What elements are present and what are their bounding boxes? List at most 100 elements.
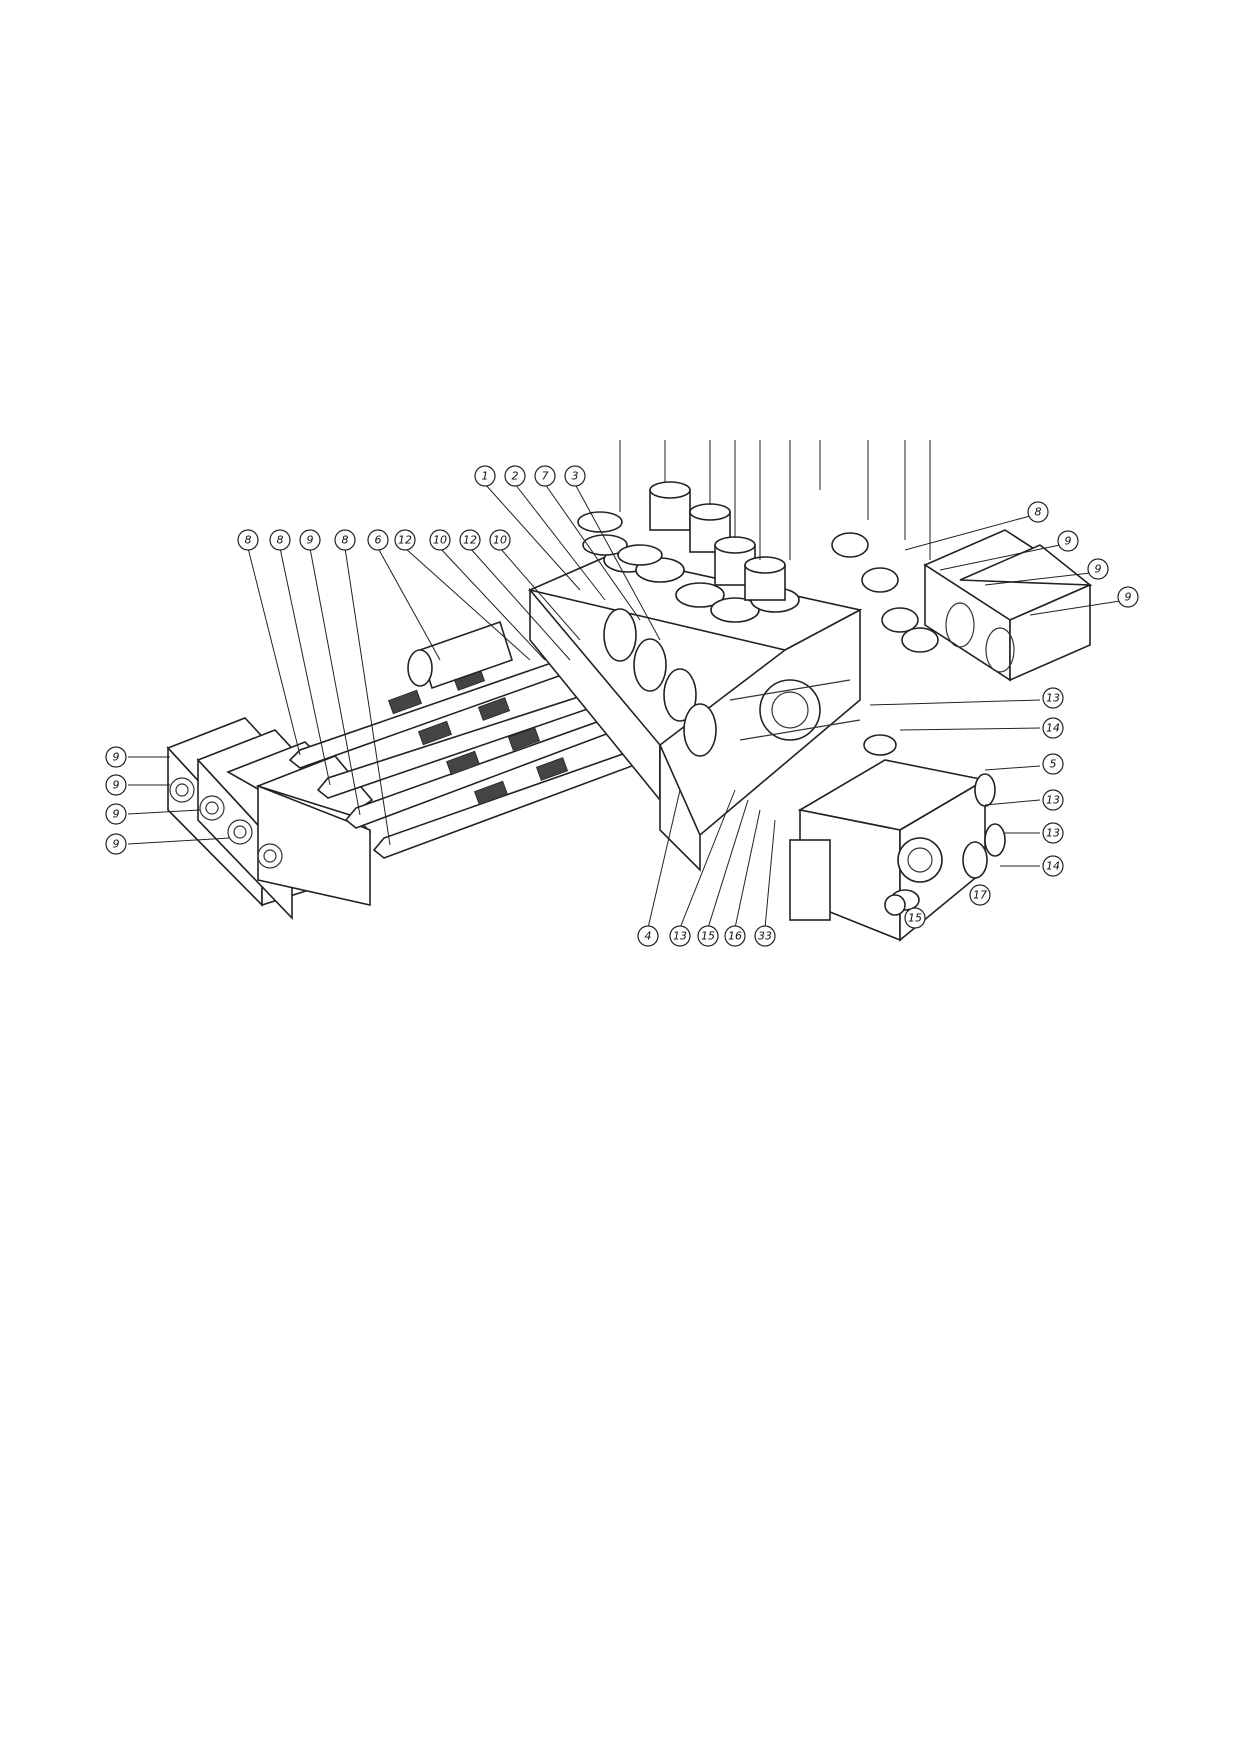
callout-8: 8 (334, 529, 356, 551)
callout-circle (904, 907, 926, 929)
callout-number: 8 (1035, 506, 1042, 519)
callout-8: 8 (237, 529, 259, 551)
callout-9: 9 (1057, 530, 1079, 552)
right-end-caps (831, 529, 1093, 682)
callout-circle (534, 465, 556, 487)
callout-number: 7 (542, 470, 549, 483)
callout-number: 9 (113, 779, 120, 792)
leader-lines (127, 483, 1121, 929)
callout-number: 9 (113, 838, 120, 851)
callout-circle (637, 925, 659, 947)
callout-number: 15 (908, 912, 922, 925)
callout-15: 15 (697, 925, 719, 947)
callout-circle (429, 529, 451, 551)
callout-2: 2 (504, 465, 526, 487)
callout-circle (969, 884, 991, 906)
callout-circle (1042, 789, 1064, 811)
callout-number: 10 (433, 534, 447, 547)
callout-circle (724, 925, 746, 947)
callout-circle (1042, 855, 1064, 877)
callout-number: 8 (342, 534, 349, 547)
callout-circle (269, 529, 291, 551)
callout-13: 13 (669, 925, 691, 947)
top-fittings (577, 440, 931, 601)
callout-circle (237, 529, 259, 551)
spools (288, 620, 650, 859)
callout-circle (459, 529, 481, 551)
callout-circle (105, 803, 127, 825)
callout-number: 9 (113, 808, 120, 821)
callout-circle (105, 746, 127, 768)
lower-right-block (789, 734, 1006, 942)
callout-5: 5 (1042, 753, 1064, 775)
callout-17: 17 (969, 884, 991, 906)
callout-number: 14 (1046, 722, 1060, 735)
callout-number: 15 (701, 930, 715, 943)
callout-33: 33 (754, 925, 776, 947)
callout-number: 12 (398, 534, 412, 547)
callout-1: 1 (474, 465, 496, 487)
spring-packs (387, 667, 569, 806)
callout-circle (489, 529, 511, 551)
callout-circle (564, 465, 586, 487)
callout-circle (105, 833, 127, 855)
callout-9: 9 (105, 833, 127, 855)
left-end-caps (166, 717, 377, 920)
callout-number: 12 (463, 534, 477, 547)
callout-6: 6 (367, 529, 389, 551)
callout-circle (1087, 558, 1109, 580)
callout-number: 8 (277, 534, 284, 547)
callout-number: 16 (728, 930, 742, 943)
callout-circle (334, 529, 356, 551)
callout-number: 10 (493, 534, 507, 547)
callout-circle (669, 925, 691, 947)
callout-number: 8 (245, 534, 252, 547)
callout-4: 4 (637, 925, 659, 947)
callout-7: 7 (534, 465, 556, 487)
callout-number: 6 (375, 534, 382, 547)
callout-number: 13 (1046, 692, 1060, 705)
callout-number: 2 (512, 470, 519, 483)
callout-number: 9 (1065, 535, 1072, 548)
callout-circle (474, 465, 496, 487)
callout-circle (1042, 687, 1064, 709)
callout-13: 13 (1042, 687, 1064, 709)
callout-circle (1027, 501, 1049, 523)
callout-number: 13 (1046, 827, 1060, 840)
callout-circle (1042, 717, 1064, 739)
callout-circle (1117, 586, 1139, 608)
callout-number: 5 (1050, 758, 1057, 771)
callout-number: 3 (572, 470, 579, 483)
callout-16: 16 (724, 925, 746, 947)
callout-circle (1042, 822, 1064, 844)
callout-3: 3 (564, 465, 586, 487)
callout-9: 9 (105, 803, 127, 825)
callout-10: 10 (429, 529, 451, 551)
callout-number: 9 (113, 751, 120, 764)
callout-9: 9 (105, 746, 127, 768)
callout-circle (504, 465, 526, 487)
callout-number: 9 (307, 534, 314, 547)
callout-9: 9 (1087, 558, 1109, 580)
callout-number: 13 (673, 930, 687, 943)
callout-number: 14 (1046, 860, 1060, 873)
callout-12: 12 (394, 529, 416, 551)
callout-14: 14 (1042, 855, 1064, 877)
callout-circle (697, 925, 719, 947)
callout-13: 13 (1042, 789, 1064, 811)
callout-number: 17 (973, 889, 987, 902)
callout-circle (1057, 530, 1079, 552)
callout-9: 9 (105, 774, 127, 796)
callout-12: 12 (459, 529, 481, 551)
callout-15: 15 (904, 907, 926, 929)
callout-8: 8 (1027, 501, 1049, 523)
callout-number: 1 (482, 470, 489, 483)
callout-14: 14 (1042, 717, 1064, 739)
callout-circle (367, 529, 389, 551)
callout-9: 9 (299, 529, 321, 551)
callout-9: 9 (1117, 586, 1139, 608)
callout-number: 4 (645, 930, 652, 943)
callout-number: 33 (758, 930, 772, 943)
